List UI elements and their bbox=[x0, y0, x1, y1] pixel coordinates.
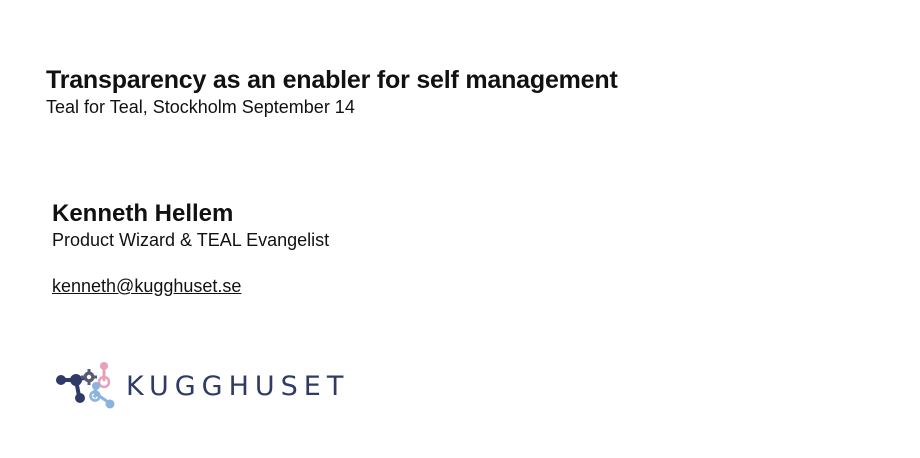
kugghuset-logo-mark-icon bbox=[56, 362, 115, 409]
company-logo: KUGGHUSET bbox=[54, 360, 349, 412]
presenter-role: Product Wizard & TEAL Evangelist bbox=[52, 230, 330, 250]
slide-title: Transparency as an enabler for self mana… bbox=[46, 66, 618, 94]
slide-subtitle: Teal for Teal, Stockholm September 14 bbox=[46, 97, 355, 117]
presenter-email-link[interactable]: kenneth@kugghuset.se bbox=[52, 276, 242, 296]
logo-wordmark: KUGGHUSET bbox=[126, 370, 350, 402]
presenter-name: Kenneth Hellem bbox=[52, 200, 234, 227]
